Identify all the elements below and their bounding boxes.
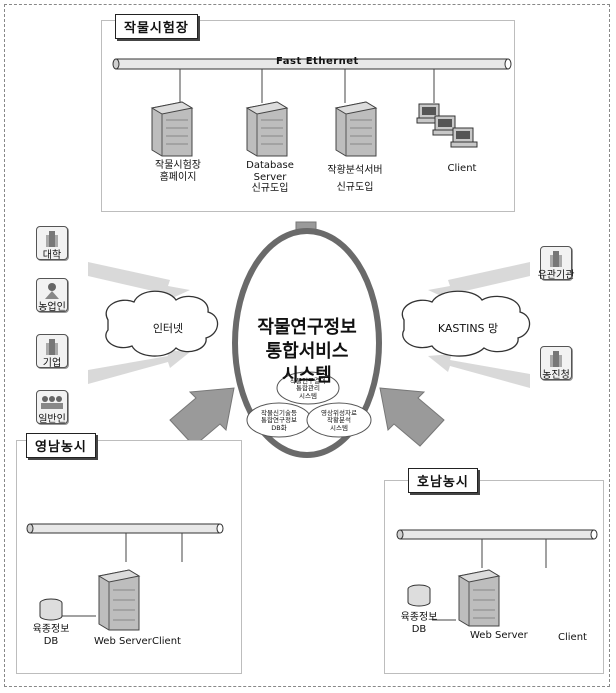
public-label: 일반인 bbox=[33, 410, 71, 425]
company-icon: 기업 bbox=[36, 334, 68, 368]
kastins-label: KASTINS 망 bbox=[418, 320, 518, 336]
related-agency-icon: 유관기관 bbox=[540, 246, 572, 280]
honam-db-line1: 육종정보 bbox=[396, 612, 442, 624]
honam-title: 호남농시 bbox=[408, 468, 478, 493]
yeongnam-db-icon bbox=[38, 598, 64, 622]
sub-analysis-label: 영상위성자료 작황분석 시스템 bbox=[311, 410, 367, 432]
yeongnam-title: 영남농시 bbox=[26, 433, 96, 458]
honam-web-server-label: Web Server bbox=[470, 630, 532, 642]
honam-server-icon bbox=[455, 568, 501, 628]
company-label: 기업 bbox=[37, 354, 67, 369]
left-upper-arrow-icon bbox=[88, 262, 190, 300]
university-label: 대학 bbox=[37, 246, 67, 261]
public-icon: 일반인 bbox=[36, 390, 68, 424]
core-title-line2: 통합서비스 bbox=[240, 337, 374, 363]
university-icon: 대학 bbox=[36, 226, 68, 260]
sub2-line3: DB화 bbox=[251, 425, 307, 432]
sub-management-label: 작물연구결과 통합관리 시스템 bbox=[280, 378, 336, 400]
sub1-line3: 시스템 bbox=[280, 393, 336, 400]
farmer-label: 농업인 bbox=[33, 298, 71, 313]
farmer-icon: 농업인 bbox=[36, 278, 68, 312]
yeongnam-db-line2: DB bbox=[28, 636, 74, 648]
right-bottom-arrow-icon bbox=[380, 388, 444, 446]
yeongnam-db-label: 육종정보 DB bbox=[28, 624, 74, 647]
honam-db-label: 육종정보 DB bbox=[396, 612, 442, 635]
sub3-line3: 시스템 bbox=[311, 425, 367, 432]
honam-db-line2: DB bbox=[396, 624, 442, 636]
sub-db-label: 작물신기술등 통합연구정보 DB화 bbox=[251, 410, 307, 432]
yeongnam-db-line1: 육종정보 bbox=[28, 624, 74, 636]
yeongnam-client-label: Client bbox=[152, 636, 192, 648]
honam-db-icon bbox=[406, 584, 432, 608]
honam-client-label: Client bbox=[558, 632, 598, 644]
internet-label: 인터넷 bbox=[128, 320, 208, 336]
left-lower-arrow-icon bbox=[88, 350, 190, 384]
left-bottom-arrow-icon bbox=[170, 388, 234, 446]
yeongnam-server-icon bbox=[95, 568, 141, 632]
right-lower-arrow-icon bbox=[428, 354, 530, 388]
rda-icon: 농진청 bbox=[540, 346, 572, 380]
related-agency-label: 유관기관 bbox=[531, 266, 581, 281]
core-title-line1: 작물연구정보 bbox=[240, 313, 374, 339]
yeongnam-web-server-label: Web Server bbox=[94, 636, 156, 648]
rda-label: 농진청 bbox=[535, 366, 577, 381]
